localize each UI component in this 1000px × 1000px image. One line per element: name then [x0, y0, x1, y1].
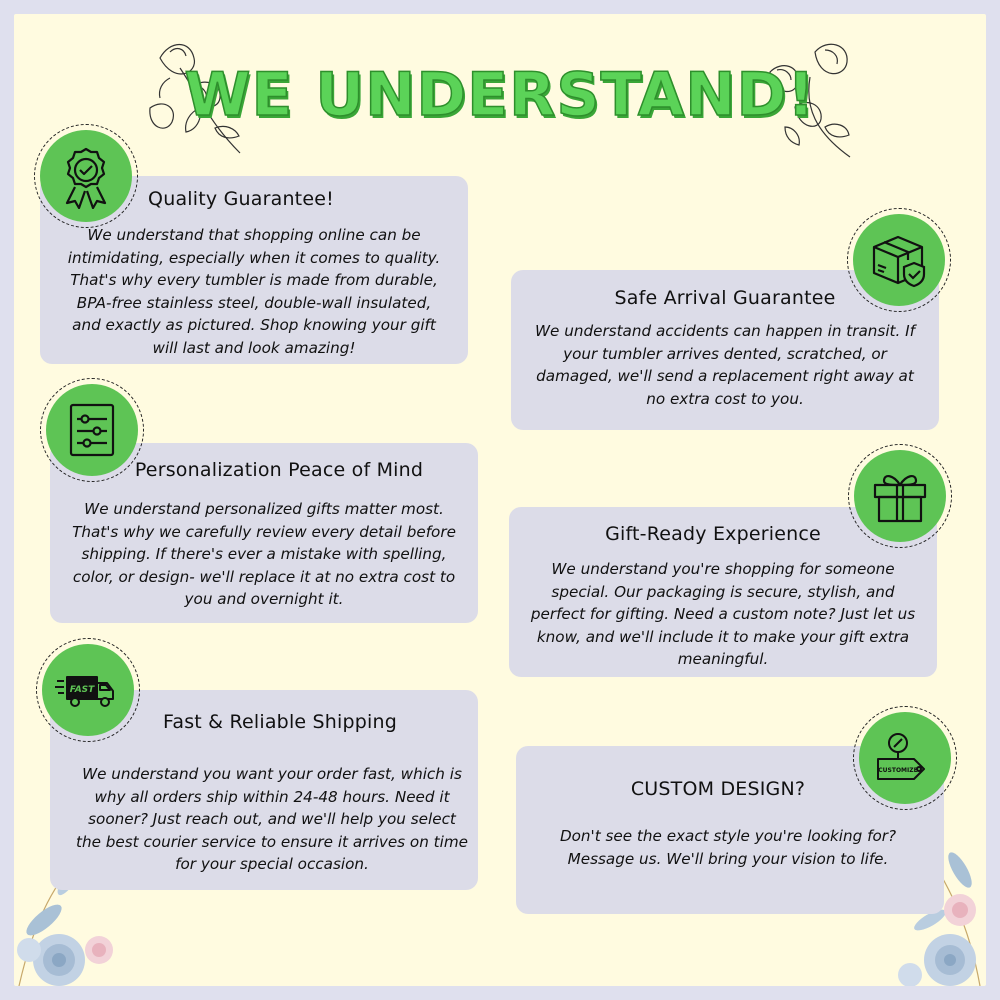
card-body: We understand that shopping online can b…	[67, 226, 441, 357]
badge-personalization	[40, 378, 144, 482]
card-heading: Safe Arrival Guarantee	[614, 287, 836, 309]
card-personalization: Personalization Peace of Mind We underst…	[50, 443, 478, 623]
settings-sliders-icon	[69, 403, 115, 457]
badge-gift	[848, 444, 952, 548]
card-body: We understand you're shopping for someon…	[530, 560, 916, 668]
delivery-truck-icon: FAST	[55, 676, 114, 707]
card-heading: Fast & Reliable Shipping	[162, 711, 398, 733]
card-heading: CUSTOM DESIGN?	[630, 778, 806, 800]
card-body: We understand accidents can happen in tr…	[535, 322, 915, 408]
card-heading: Gift-Ready Experience	[605, 523, 821, 545]
badge-shipping: FAST	[36, 638, 140, 742]
floral-sketch-left-icon	[149, 43, 241, 154]
truck-label: FAST	[70, 685, 95, 695]
card-body: We understand personalized gifts matter …	[72, 500, 456, 608]
card-gift-ready: Gift-Ready Experience We understand you'…	[509, 507, 937, 677]
customize-tag-label: CUSTOMIZE	[878, 767, 917, 774]
floral-corner-right-icon	[898, 829, 981, 986]
package-shield-icon	[872, 235, 926, 288]
card-body: We understand you want your order fast, …	[76, 765, 468, 873]
card-heading: Quality Guarantee!	[148, 188, 334, 210]
card-safe-arrival: Safe Arrival Guarantee We understand acc…	[511, 270, 939, 430]
gift-box-icon	[873, 475, 927, 523]
badge-customize: CUSTOMIZE	[853, 706, 957, 810]
customize-tag-icon: CUSTOMIZE	[877, 733, 925, 780]
card-heading: Personalization Peace of Mind	[134, 459, 424, 481]
badge-quality	[34, 124, 138, 228]
page-title: WE UNDERSTAND!	[184, 59, 816, 131]
badge-safe-arrival	[847, 208, 951, 312]
floral-sketch-right-icon	[769, 43, 851, 158]
award-ribbon-icon	[65, 147, 107, 209]
card-body: Don't see the exact style you're looking…	[559, 827, 897, 868]
